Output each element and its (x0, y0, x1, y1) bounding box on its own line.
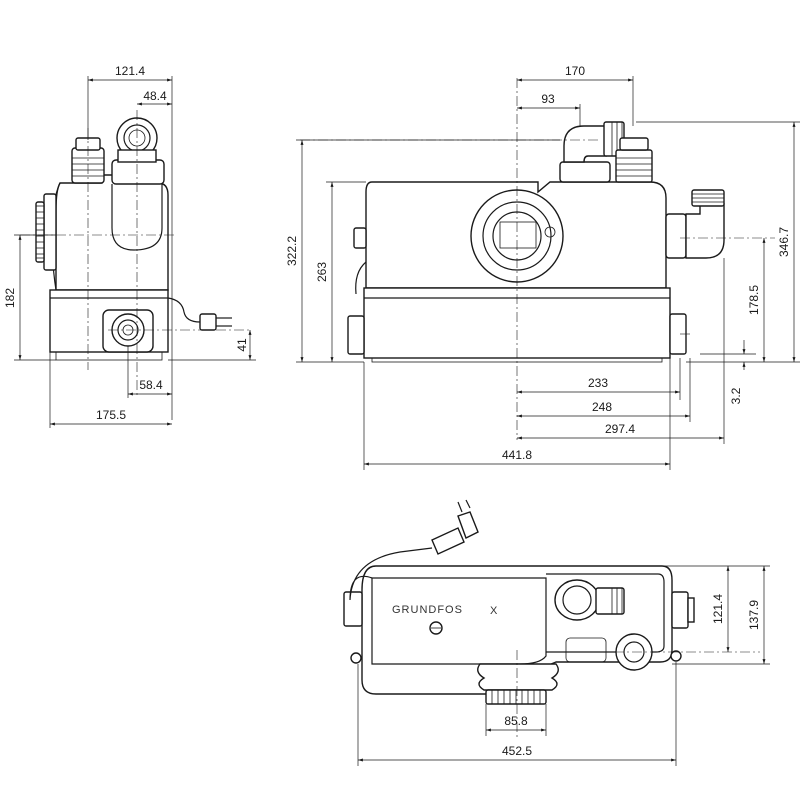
top-dim-total-depth: 137.9 (747, 600, 761, 630)
front-dim-total-width: 441.8 (502, 448, 532, 462)
side-dim-inlet-offset: 58.4 (139, 378, 163, 392)
front-dim-248: 248 (592, 400, 612, 414)
front-dim-width-top: 170 (565, 64, 585, 78)
front-dim-body-height: 263 (315, 262, 329, 282)
side-dim-inlet-height: 182 (3, 288, 17, 308)
front-dim-297: 297.4 (605, 422, 635, 436)
front-dim-outlet: 93 (541, 92, 555, 106)
front-dim-base-gap: 3.2 (729, 387, 743, 404)
side-dim-outlet: 48.4 (143, 89, 167, 103)
side-dim-width-top: 121.4 (115, 64, 145, 78)
front-dim-side-height: 346.7 (777, 227, 791, 257)
front-dim-inlet-height: 178.5 (747, 285, 761, 315)
top-dim-total-width: 452.5 (502, 744, 532, 758)
brand-mark: X (490, 605, 498, 617)
top-view: GRUNDFOS X 121.4 137.9 85.8 452.5 (343, 499, 770, 766)
side-view: 121.4 48.4 182 41 58.4 175.5 (3, 64, 256, 428)
top-dim-inlet-width: 85.8 (504, 714, 528, 728)
top-dim-outlet-depth: 121.4 (711, 594, 725, 624)
front-dim-233: 233 (588, 376, 608, 390)
side-dim-total-width: 175.5 (96, 408, 126, 422)
front-dim-total-height: 322.2 (285, 236, 299, 266)
side-dim-cable-height: 41 (235, 338, 249, 352)
front-view: 170 93 322.2 263 346.7 178.5 3.2 233 248 (285, 64, 800, 470)
brand-logo: GRUNDFOS (392, 604, 463, 616)
